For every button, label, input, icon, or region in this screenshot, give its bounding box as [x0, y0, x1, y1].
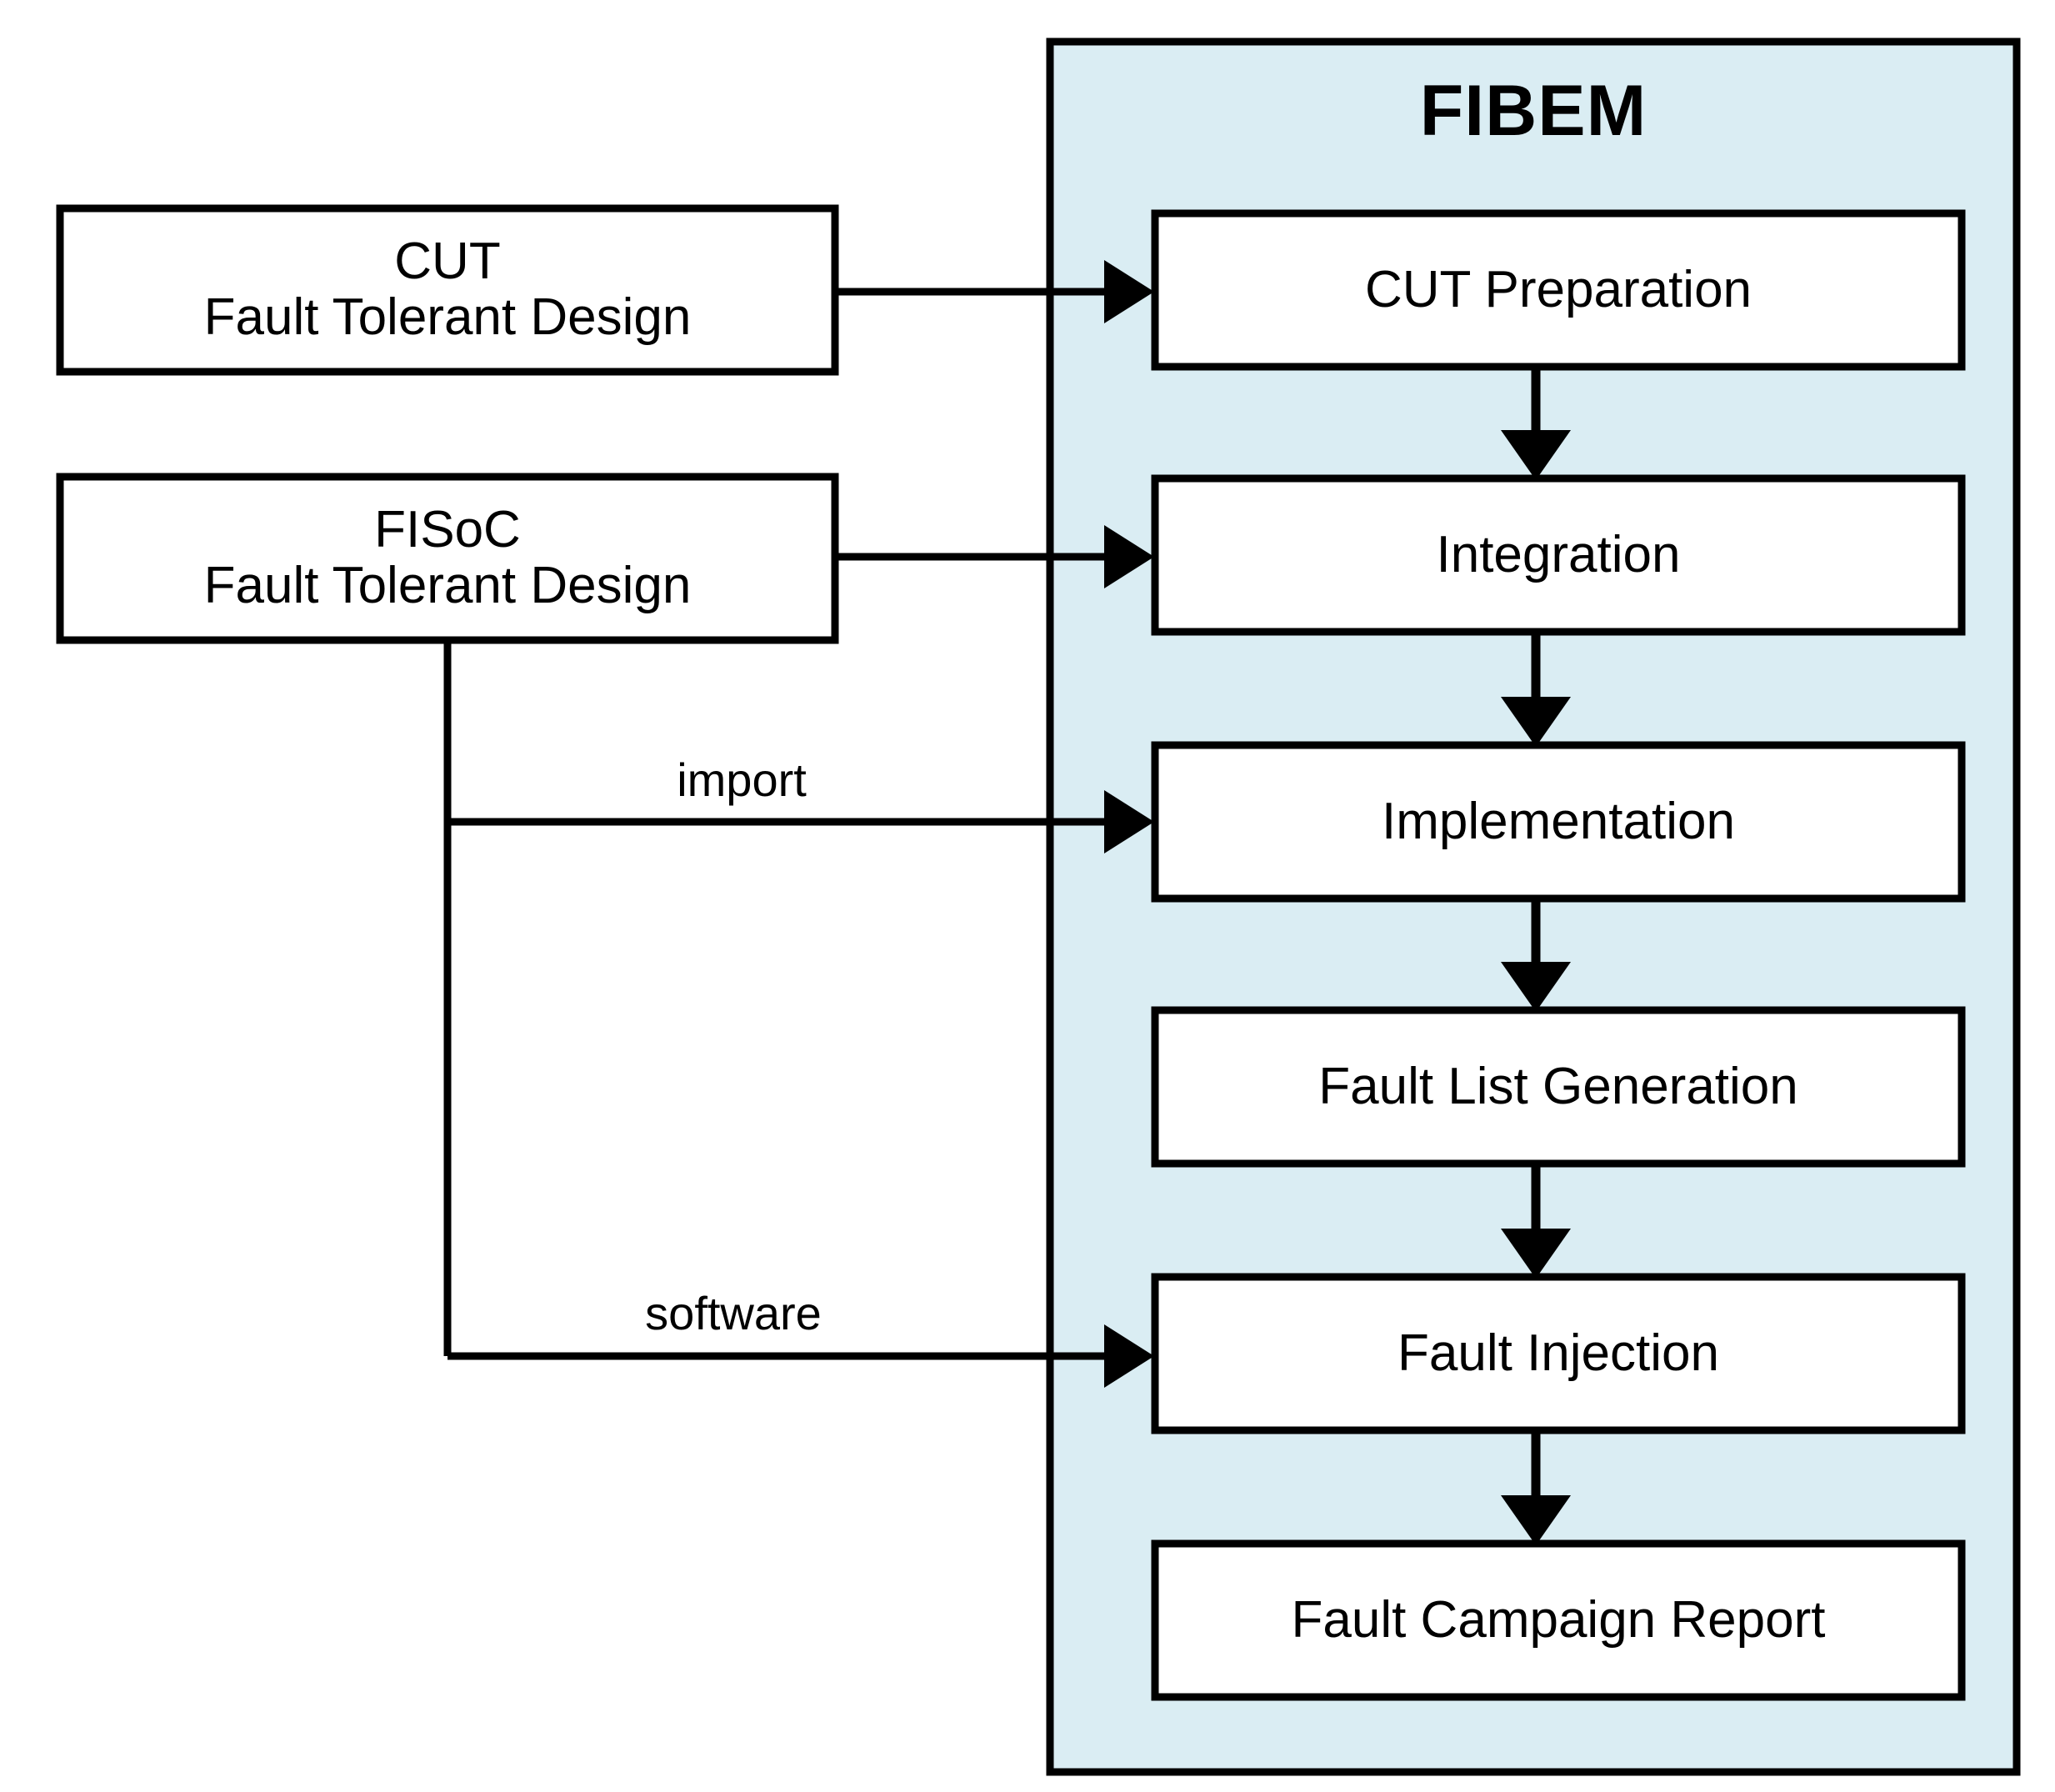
edge-arrowhead-fault-list-generation-top	[1501, 962, 1571, 1012]
node-fault-list-generation[interactable]	[1155, 1010, 1962, 1164]
edge-arrowhead-implementation-side	[1104, 790, 1154, 853]
node-integration-box[interactable]	[1151, 474, 1966, 636]
edge-arrowhead-cut-preparation	[1104, 260, 1154, 323]
node-fault-campaign-report[interactable]	[1155, 1544, 1962, 1697]
node-implementation[interactable]	[1155, 745, 1962, 899]
edge-arrowhead-fault-injection-side	[1104, 1324, 1154, 1388]
node-fault-campaign-report-box[interactable]	[1151, 1539, 1966, 1701]
node-cut-design-box[interactable]	[56, 204, 839, 376]
node-cut-preparation[interactable]	[1155, 213, 1962, 367]
edge-arrowhead-fault-injection-top	[1501, 1229, 1571, 1279]
edge-arrowhead-implementation-top	[1501, 697, 1571, 747]
node-fisoc-design[interactable]	[60, 477, 835, 640]
node-cut-preparation-box[interactable]	[1151, 209, 1966, 371]
edge-arrowhead-integration-top	[1501, 430, 1571, 480]
edge-arrowhead-integration-side	[1104, 525, 1154, 588]
node-fault-injection-box[interactable]	[1151, 1273, 1966, 1434]
node-cut-design[interactable]	[60, 208, 835, 372]
edge-arrowhead-fault-campaign-report-top	[1501, 1495, 1571, 1545]
node-integration[interactable]	[1155, 478, 1962, 632]
node-implementation-box[interactable]	[1151, 741, 1966, 903]
node-fault-list-generation-box[interactable]	[1151, 1006, 1966, 1168]
node-fault-injection[interactable]	[1155, 1277, 1962, 1430]
